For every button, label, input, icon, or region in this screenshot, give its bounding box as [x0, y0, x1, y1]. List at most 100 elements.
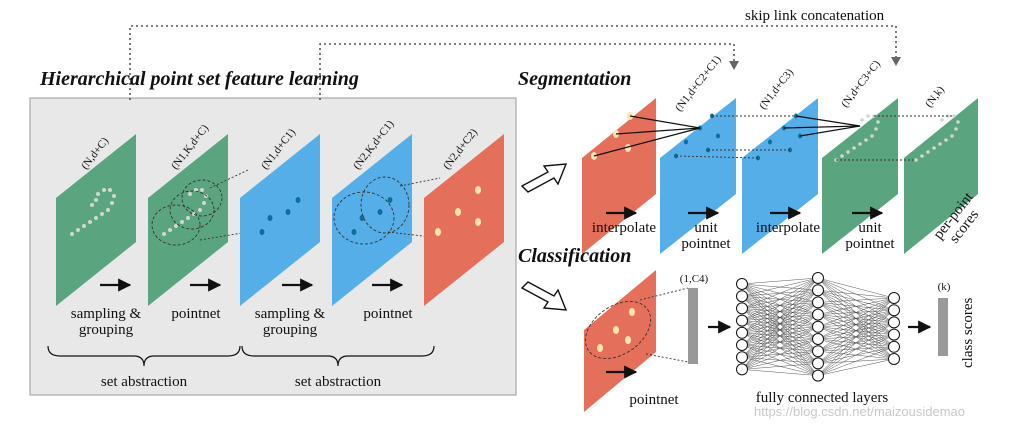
cls-pointnet-label: pointnet: [629, 392, 679, 408]
op-label-3a: sampling &: [255, 306, 326, 322]
fc-edge: [817, 297, 895, 340]
seg-plane-4: [822, 98, 898, 254]
plane-features-1: [240, 134, 320, 306]
grouped-point-cloud: [162, 188, 208, 236]
plane-grouped-2: [332, 134, 412, 306]
brace-1: [47, 345, 241, 367]
class-score-vector: [938, 298, 948, 356]
seg-points-4: [834, 114, 880, 162]
fc-edge: [741, 277, 819, 333]
brace-2: [241, 345, 435, 367]
fc-edge: [817, 297, 895, 328]
fc-neuron: [736, 302, 748, 315]
fc-neuron: [812, 369, 824, 382]
fc-neuron: [888, 340, 900, 353]
fc-edge: [741, 338, 819, 370]
watermark: https://blog.csdn.net/maizousidemao: [754, 404, 965, 419]
fc-neuron: [736, 363, 748, 376]
op-label-3b: grouping: [263, 322, 318, 338]
global-feature-label: (1,C4): [680, 273, 709, 285]
plane-features-2: [424, 134, 504, 306]
branch-arrow-cls: [520, 281, 568, 311]
fc-network: [736, 272, 900, 382]
seg-label-4: (N,k): [923, 84, 947, 110]
segmentation-title: Segmentation: [518, 68, 631, 90]
fc-edge: [817, 289, 895, 299]
fc-neuron: [812, 296, 824, 309]
cls-grouping-circle: [585, 301, 651, 359]
fc-edge: [741, 277, 819, 358]
op-label-1a: sampling &: [71, 306, 142, 322]
seg-label-3: (N,d+C3+C): [839, 58, 883, 110]
cls-plane: [584, 270, 656, 412]
fc-neuron: [812, 284, 824, 297]
cls-points: [597, 308, 635, 352]
fc-neuron: [888, 353, 900, 365]
seg-op-2a: unit: [694, 220, 718, 236]
fc-edge: [817, 297, 895, 376]
fc-neuron: [736, 290, 748, 303]
op-label-4a: pointnet: [363, 306, 413, 322]
grouping-circles-2: [333, 176, 410, 245]
fc-edge: [741, 326, 819, 370]
fc-edge: [741, 277, 819, 285]
seg-dotted-2: [836, 115, 954, 161]
centroids-3: [435, 186, 481, 236]
fc-neuron: [888, 328, 900, 341]
fc-edge: [817, 346, 895, 376]
input-point-cloud: [70, 188, 116, 236]
seg-op-1: interpolate: [592, 220, 656, 236]
fc-edge: [741, 350, 819, 370]
seg-label-1: (N1,d+C2+C1): [673, 53, 724, 114]
fc-edge: [741, 363, 819, 370]
fc-neuron: [812, 308, 824, 321]
fc-edge: [817, 322, 895, 376]
fc-edge: [817, 310, 895, 376]
fc-edge: [741, 314, 819, 370]
fc-neuron: [736, 314, 748, 327]
fc-edge: [817, 297, 895, 352]
fc-edge: [817, 277, 895, 299]
centroids-1: [259, 197, 301, 235]
fc-edge: [741, 277, 819, 370]
class-scores-label: class scores: [960, 297, 976, 368]
interp-lines-2: [783, 115, 861, 137]
fc-neuron: [736, 351, 748, 364]
fc-neuron: [812, 357, 824, 370]
k-label: (k): [938, 281, 951, 293]
grouping-circles-1: [151, 179, 223, 246]
seg-op-3: interpolate: [756, 220, 820, 236]
fc-neuron: [812, 272, 824, 284]
fc-neuron: [812, 345, 824, 358]
seg-op-2b: pointnet: [681, 236, 731, 252]
fc-neuron: [736, 339, 748, 351]
fc-edge: [817, 297, 895, 303]
op-label-2a: pointnet: [171, 306, 221, 322]
fc-neuron: [812, 320, 824, 333]
seg-op-4b: pointnet: [845, 236, 895, 252]
fc-edge: [741, 277, 819, 309]
skip-link-label: skip link concatenation: [745, 8, 885, 24]
skip-arrow-1: [891, 57, 901, 66]
interp-lines-1: [593, 115, 701, 157]
op-label-1b: grouping: [79, 322, 134, 338]
projection-lines-2: [387, 177, 441, 239]
seg-points-5: [914, 114, 960, 162]
fc-label: fully connected layers: [756, 390, 889, 406]
set-abstraction-1: set abstraction: [101, 374, 188, 390]
fc-neuron: [888, 304, 900, 317]
classification-title: Classification: [518, 245, 631, 267]
fc-edge: [817, 358, 895, 376]
fc-edge: [741, 290, 819, 370]
seg-label-2: (N1,d+C3): [757, 66, 796, 112]
global-feature-vector: [688, 288, 698, 364]
skip-link-lines: [129, 25, 897, 100]
set-abstraction-2: set abstraction: [295, 374, 382, 390]
fc-edge: [741, 277, 819, 346]
fc-edge: [817, 297, 895, 364]
hierarchical-title: Hierarchical point set feature learning: [39, 68, 359, 90]
fc-neuron: [888, 292, 900, 304]
fc-edge: [817, 297, 895, 315]
fc-neuron: [736, 326, 748, 339]
